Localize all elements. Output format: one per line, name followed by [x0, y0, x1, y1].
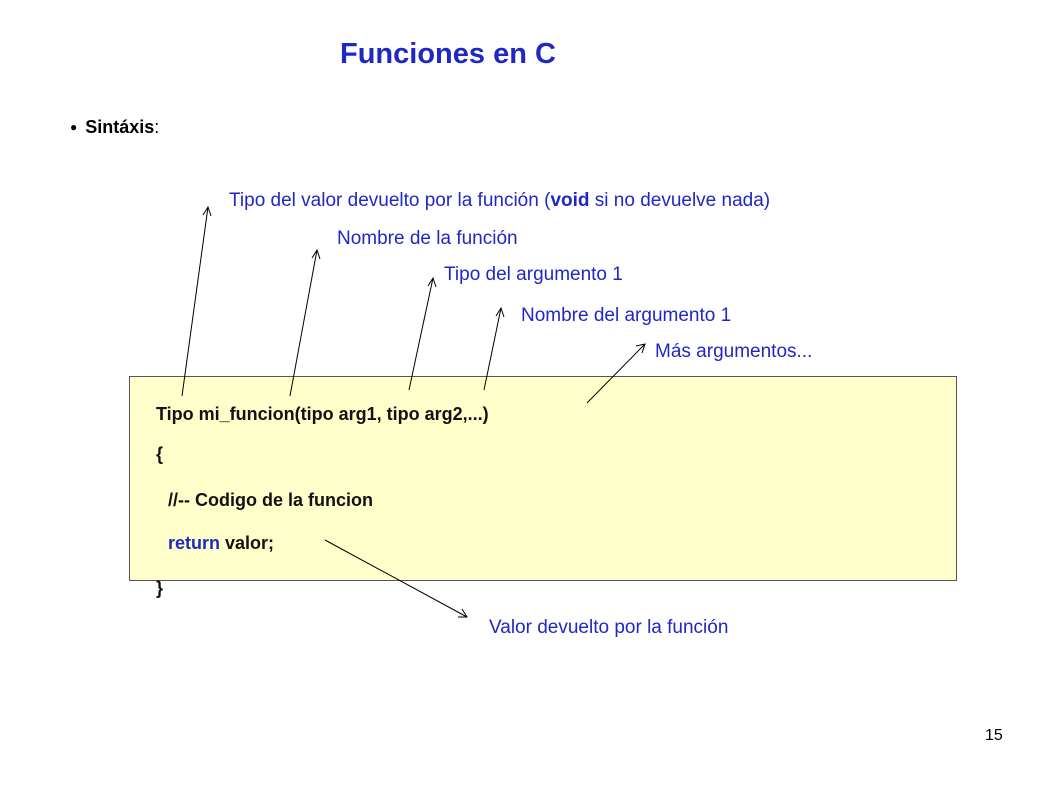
- code-signature: Tipo mi_funcion(tipo arg1, tipo arg2,...…: [156, 404, 489, 424]
- arrow-function-name: [289, 248, 321, 397]
- code-box: [129, 376, 957, 581]
- annotation-return-type-suffix: si no devuelve nada): [589, 190, 771, 211]
- arrow-return-value: [324, 539, 468, 618]
- annotation-arg-type: Tipo del argumento 1: [444, 264, 623, 285]
- syntax-bullet: ● Sintáxis:: [70, 117, 159, 138]
- code-return-line: return valor;: [168, 533, 274, 554]
- syntax-colon: :: [154, 117, 160, 137]
- slide-title: Funciones en C: [340, 38, 556, 70]
- syntax-label: Sintáxis: [85, 117, 155, 137]
- annotation-return-type: Tipo del valor devuelto por la función (…: [229, 190, 770, 212]
- arrow-more-args: [586, 343, 646, 404]
- page-number: 15: [985, 727, 1003, 744]
- annotation-return-type-prefix: Tipo del valor devuelto por la función (: [229, 190, 551, 211]
- code-return-value: valor;: [220, 533, 275, 553]
- arrow-arg-type: [408, 276, 437, 391]
- arrow-return-type: [181, 205, 212, 397]
- code-close-brace: }: [156, 578, 164, 598]
- annotation-void-keyword: void: [550, 190, 590, 211]
- arrow-arg-name: [483, 306, 505, 391]
- annotation-function-name: Nombre de la función: [337, 228, 518, 249]
- annotation-return-value: Valor devuelto por la función: [489, 617, 729, 638]
- code-open-brace: {: [156, 444, 164, 464]
- bullet-dot-icon: ●: [70, 120, 78, 134]
- code-comment: //-- Codigo de la funcion: [168, 490, 373, 510]
- annotation-arg-name: Nombre del argumento 1: [521, 305, 732, 326]
- annotation-more-args: Más argumentos...: [655, 341, 813, 362]
- code-return-keyword: return: [168, 533, 221, 553]
